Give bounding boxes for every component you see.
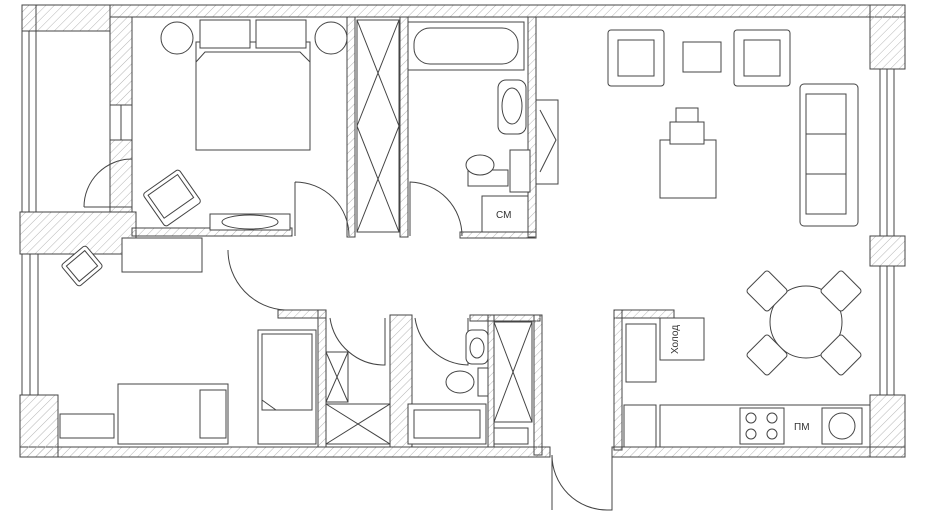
door-wc-2 — [414, 317, 469, 366]
wall-left-bottom — [19, 394, 59, 458]
wall-balcony-low — [109, 139, 133, 213]
washer-label: СМ — [496, 210, 511, 221]
toilet-wc-tank — [477, 367, 489, 397]
pillow-right — [255, 19, 307, 49]
burner-1 — [745, 412, 757, 424]
cabinet-lower-x — [325, 403, 391, 445]
wc-lower — [407, 321, 533, 445]
wardrobe-kids-fold — [261, 399, 277, 411]
wall-kitchen-2 — [613, 309, 623, 451]
door-bath — [409, 181, 463, 237]
chair-living-seat — [669, 121, 705, 145]
windows — [21, 30, 895, 396]
wall-lower-6 — [533, 314, 543, 456]
pillow-left — [199, 19, 251, 49]
chair-kids — [61, 245, 103, 287]
sink-wc-bowl — [469, 337, 485, 359]
fridge — [659, 317, 705, 361]
chair-living-back — [675, 107, 699, 123]
door-wc-1 — [329, 317, 386, 366]
dining-chair-2 — [820, 270, 862, 312]
kids-room — [59, 237, 391, 445]
wall-bottom-left — [19, 446, 551, 458]
kitchen — [623, 317, 871, 448]
wall-lower-2 — [317, 309, 327, 448]
box-wc — [493, 427, 529, 445]
single-bed-pillow — [199, 389, 227, 439]
sofa-cushion-1 — [805, 93, 847, 135]
dining-chairs — [746, 270, 862, 376]
kitchen-tall-unit — [623, 404, 657, 448]
shower-inner — [413, 409, 481, 439]
living-room — [607, 29, 862, 376]
armchair-right-seat — [743, 39, 781, 77]
stove — [739, 407, 785, 445]
sofa-cushion-2 — [805, 133, 847, 175]
wall-left-top — [21, 4, 37, 32]
dishwasher-label: ПМ — [794, 422, 810, 433]
wall-right-top — [869, 4, 906, 70]
tv — [539, 109, 557, 173]
dining-chair-3 — [746, 334, 788, 376]
desk-living — [659, 139, 717, 199]
armchair-bedroom — [143, 169, 201, 227]
desk-kids — [121, 237, 203, 273]
side-table — [682, 41, 722, 73]
burner-4 — [766, 428, 778, 440]
nightstand-lamp-left — [160, 21, 194, 55]
toilet-bowl — [465, 154, 495, 176]
bench-kids — [59, 413, 115, 439]
dining-chair-1 — [746, 270, 788, 312]
wall-balcony — [109, 16, 133, 106]
toilet-wc-bowl — [445, 370, 475, 394]
desk-item — [221, 214, 279, 230]
wall-lower-5 — [487, 314, 495, 448]
kitchen-cabinet — [625, 323, 657, 383]
closet-hall-x — [493, 321, 533, 423]
kitchen-sink-bowl — [828, 412, 856, 440]
wardrobe-bedroom — [356, 19, 400, 233]
wardrobe-kids-inner — [261, 333, 313, 411]
bathtub-inner — [413, 27, 519, 65]
wall-lower-4 — [469, 314, 541, 322]
burner-3 — [745, 428, 757, 440]
door-bedroom — [294, 181, 350, 237]
wall-kitchen — [613, 309, 675, 319]
washing-machine — [481, 195, 529, 233]
bedroom — [143, 19, 400, 233]
sink-bowl — [501, 87, 523, 125]
armchair-left-seat — [617, 39, 655, 77]
sofa-cushion-3 — [805, 173, 847, 215]
door-balcony — [83, 158, 133, 208]
wardrobe-x-top — [356, 19, 400, 233]
wall-right-mid — [869, 235, 906, 267]
wall-bath-bottom — [459, 231, 537, 239]
wall-closet-bath — [399, 16, 409, 238]
fridge-label: Холод — [670, 325, 681, 354]
nightstand-lamp-right — [314, 21, 348, 55]
dining-chair-4 — [820, 334, 862, 376]
wall-bedroom-closet — [346, 16, 356, 238]
bathroom — [407, 21, 559, 233]
bed-blanket — [195, 51, 311, 63]
door-kidsroom — [227, 249, 286, 311]
wall-bottom-right — [611, 446, 906, 458]
walls — [19, 4, 906, 458]
box-bath — [509, 149, 531, 193]
wall-left-mid — [19, 211, 137, 255]
wall-top — [109, 4, 906, 18]
wall-bath-living — [527, 16, 537, 238]
shelf-kids-x — [325, 351, 349, 403]
tv-stand — [535, 99, 559, 185]
wall-lower-3 — [389, 314, 413, 448]
doors — [83, 158, 613, 511]
door-entrance — [551, 454, 613, 511]
dining-table — [769, 285, 843, 359]
burner-2 — [766, 412, 778, 424]
